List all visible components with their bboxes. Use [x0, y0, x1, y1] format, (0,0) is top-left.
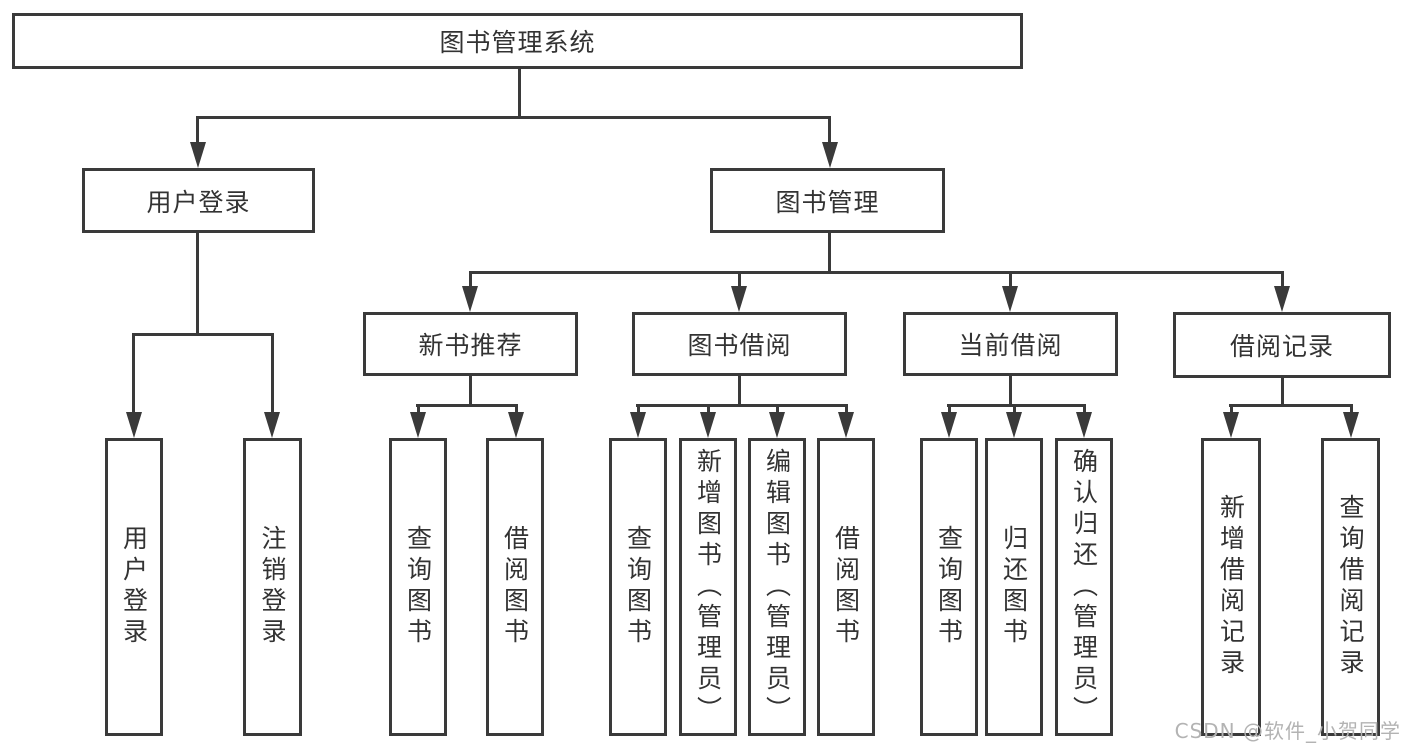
leaf-confirm-return-admin: 确认归还（管理员） — [1055, 438, 1113, 736]
leaf-query-borrow-record: 查询借阅记录 — [1321, 438, 1380, 736]
connector-stem-return-books — [1013, 405, 1016, 415]
connector-stem-recommend-borrow — [515, 405, 518, 415]
leaf-edit-books-admin-label: 编辑图书（管理员） — [762, 447, 792, 727]
node-user-login: 用户登录 — [82, 168, 315, 233]
arrowhead-leaf-user-login — [126, 412, 142, 438]
node-root: 图书管理系统 — [12, 13, 1023, 69]
leaf-current-query-books-label: 查询图书 — [934, 525, 964, 649]
node-book-management: 图书管理 — [710, 168, 945, 233]
arrowhead-borrow-query — [630, 412, 646, 438]
arrowhead-borrow-records — [1274, 286, 1290, 312]
leaf-user-login-label: 用户登录 — [119, 525, 149, 649]
connector-stem-current-borrow — [1009, 272, 1012, 289]
connector-records-trunk — [1281, 378, 1284, 407]
leaf-return-books: 归还图书 — [985, 438, 1043, 736]
leaf-return-books-label: 归还图书 — [999, 525, 1029, 649]
leaf-recommend-query-books-label: 查询图书 — [403, 525, 433, 649]
connector-stem-edit-books — [776, 405, 779, 415]
connector-stem-add-books — [707, 405, 710, 415]
connector-stem-borrow-query — [637, 405, 640, 415]
leaf-edit-books-admin: 编辑图书（管理员） — [748, 438, 806, 736]
arrowhead-borrow-books — [838, 412, 854, 438]
node-borrow-records-label: 借阅记录 — [1229, 332, 1334, 361]
arrowhead-confirm-return — [1076, 412, 1092, 438]
connector-stem-user-login — [196, 117, 199, 143]
leaf-add-borrow-record: 新增借阅记录 — [1201, 438, 1261, 736]
connector-stem-book-borrow — [738, 272, 741, 289]
arrowhead-new-book-recommend — [462, 286, 478, 312]
leaf-add-books-admin-label: 新增图书（管理员） — [693, 447, 723, 727]
leaf-current-query-books: 查询图书 — [920, 438, 978, 736]
node-borrow-records: 借阅记录 — [1173, 312, 1391, 378]
connector-user-login-branch — [132, 333, 274, 336]
connector-stem-new-book-recommend — [469, 272, 472, 289]
node-book-management-label: 图书管理 — [775, 187, 880, 217]
connector-stem-leaf-logout — [271, 334, 274, 413]
leaf-add-borrow-record-label: 新增借阅记录 — [1216, 494, 1246, 680]
connector-root-trunk — [518, 69, 521, 118]
node-user-login-label: 用户登录 — [146, 187, 251, 217]
connector-book-management-branch — [469, 271, 1284, 274]
leaf-logout-label: 注销登录 — [258, 525, 287, 649]
connector-stem-current-query — [948, 405, 951, 415]
connector-user-login-trunk — [196, 233, 199, 336]
connector-stem-leaf-user-login — [132, 334, 135, 413]
connector-stem-confirm-return — [1083, 405, 1086, 415]
connector-stem-recommend-query — [417, 405, 420, 415]
arrowhead-book-management — [822, 142, 838, 168]
arrowhead-book-borrow — [731, 286, 747, 312]
arrowhead-edit-books — [769, 412, 785, 438]
node-root-label: 图书管理系统 — [439, 28, 596, 57]
leaf-logout: 注销登录 — [243, 438, 302, 736]
connector-stem-book-management — [828, 117, 831, 143]
arrowhead-current-borrow — [1002, 286, 1018, 312]
arrowhead-current-query — [941, 412, 957, 438]
connector-stem-query-record — [1350, 405, 1353, 415]
node-book-borrow-label: 图书借阅 — [687, 331, 792, 360]
leaf-borrow-query-books-label: 查询图书 — [623, 525, 653, 649]
arrowhead-return-books — [1006, 412, 1022, 438]
connector-root-branch — [196, 116, 831, 119]
connector-book-management-trunk — [828, 233, 831, 274]
leaf-recommend-borrow-books-label: 借阅图书 — [500, 525, 530, 649]
leaf-borrow-books: 借阅图书 — [817, 438, 875, 736]
leaf-recommend-borrow-books: 借阅图书 — [486, 438, 544, 736]
leaf-add-books-admin: 新增图书（管理员） — [679, 438, 737, 736]
leaf-borrow-query-books: 查询图书 — [609, 438, 667, 736]
node-new-book-recommend: 新书推荐 — [363, 312, 578, 376]
arrowhead-recommend-query — [410, 412, 426, 438]
connector-current-branch — [947, 404, 1086, 407]
node-current-borrow: 当前借阅 — [903, 312, 1118, 376]
connector-stem-borrow-records — [1281, 272, 1284, 289]
leaf-recommend-query-books: 查询图书 — [389, 438, 447, 736]
connector-recommend-trunk — [469, 376, 472, 407]
connector-stem-borrow-books — [845, 405, 848, 415]
leaf-query-borrow-record-label: 查询借阅记录 — [1336, 494, 1365, 680]
node-book-borrow: 图书借阅 — [632, 312, 847, 376]
arrowhead-add-books — [700, 412, 716, 438]
node-current-borrow-label: 当前借阅 — [958, 331, 1063, 360]
leaf-confirm-return-admin-label: 确认归还（管理员） — [1069, 447, 1099, 727]
arrowhead-query-record — [1343, 412, 1359, 438]
connector-current-trunk — [1009, 376, 1012, 407]
leaf-borrow-books-label: 借阅图书 — [831, 525, 861, 649]
connector-stem-add-record — [1230, 405, 1233, 415]
connector-borrow-branch — [636, 404, 848, 407]
arrowhead-recommend-borrow — [508, 412, 524, 438]
connector-records-branch — [1229, 404, 1353, 407]
arrowhead-leaf-logout — [264, 412, 280, 438]
arrowhead-add-record — [1223, 412, 1239, 438]
node-new-book-recommend-label: 新书推荐 — [418, 331, 523, 360]
leaf-user-login: 用户登录 — [105, 438, 163, 736]
arrowhead-user-login — [190, 142, 206, 168]
connector-borrow-trunk — [738, 376, 741, 407]
connector-recommend-branch — [416, 404, 518, 407]
csdn-watermark: CSDN @软件_小贺同学 — [1174, 719, 1401, 743]
